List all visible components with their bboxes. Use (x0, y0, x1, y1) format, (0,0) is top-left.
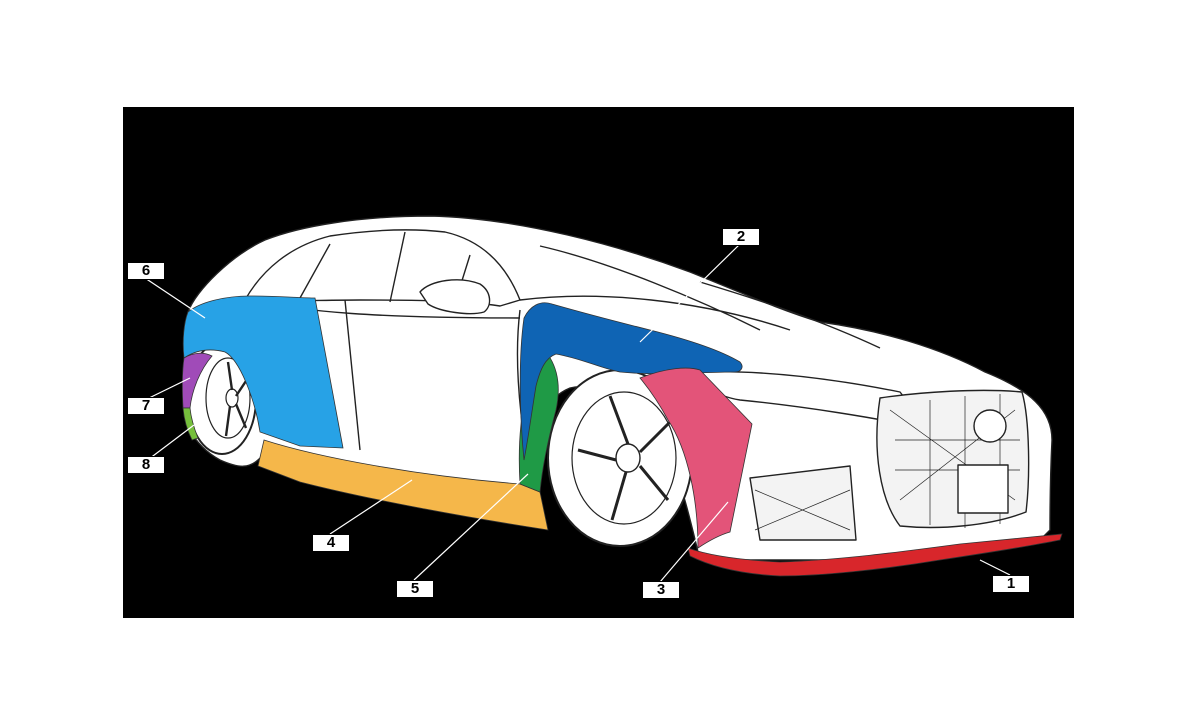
part-front-lip-spoiler (687, 533, 1063, 577)
leader-lines (144, 243, 1011, 583)
leader-line-2 (639, 243, 741, 343)
leader-line-3 (659, 501, 729, 583)
callout-label-4: 4 (312, 534, 350, 552)
callout-label-8: 8 (127, 456, 165, 474)
part-front-fender-flare (639, 367, 753, 549)
callout-label-6: 6 (127, 262, 165, 280)
part-side-skirt (257, 439, 549, 531)
colored-parts (181, 295, 1063, 577)
leader-line-4 (329, 479, 413, 535)
leader-line-6 (144, 277, 206, 319)
callout-label-1: 1 (992, 575, 1030, 593)
part-rear-fender-flare (181, 352, 213, 409)
part-rear-side-step (182, 407, 199, 441)
leader-line-5 (413, 473, 529, 581)
callout-label-7: 7 (127, 397, 165, 415)
callout-label-3: 3 (642, 581, 680, 599)
callout-label-5: 5 (396, 580, 434, 598)
callout-label-2: 2 (722, 228, 760, 246)
leader-line-8 (144, 424, 195, 463)
leader-line-7 (144, 377, 191, 401)
leader-line-1 (979, 559, 1011, 576)
